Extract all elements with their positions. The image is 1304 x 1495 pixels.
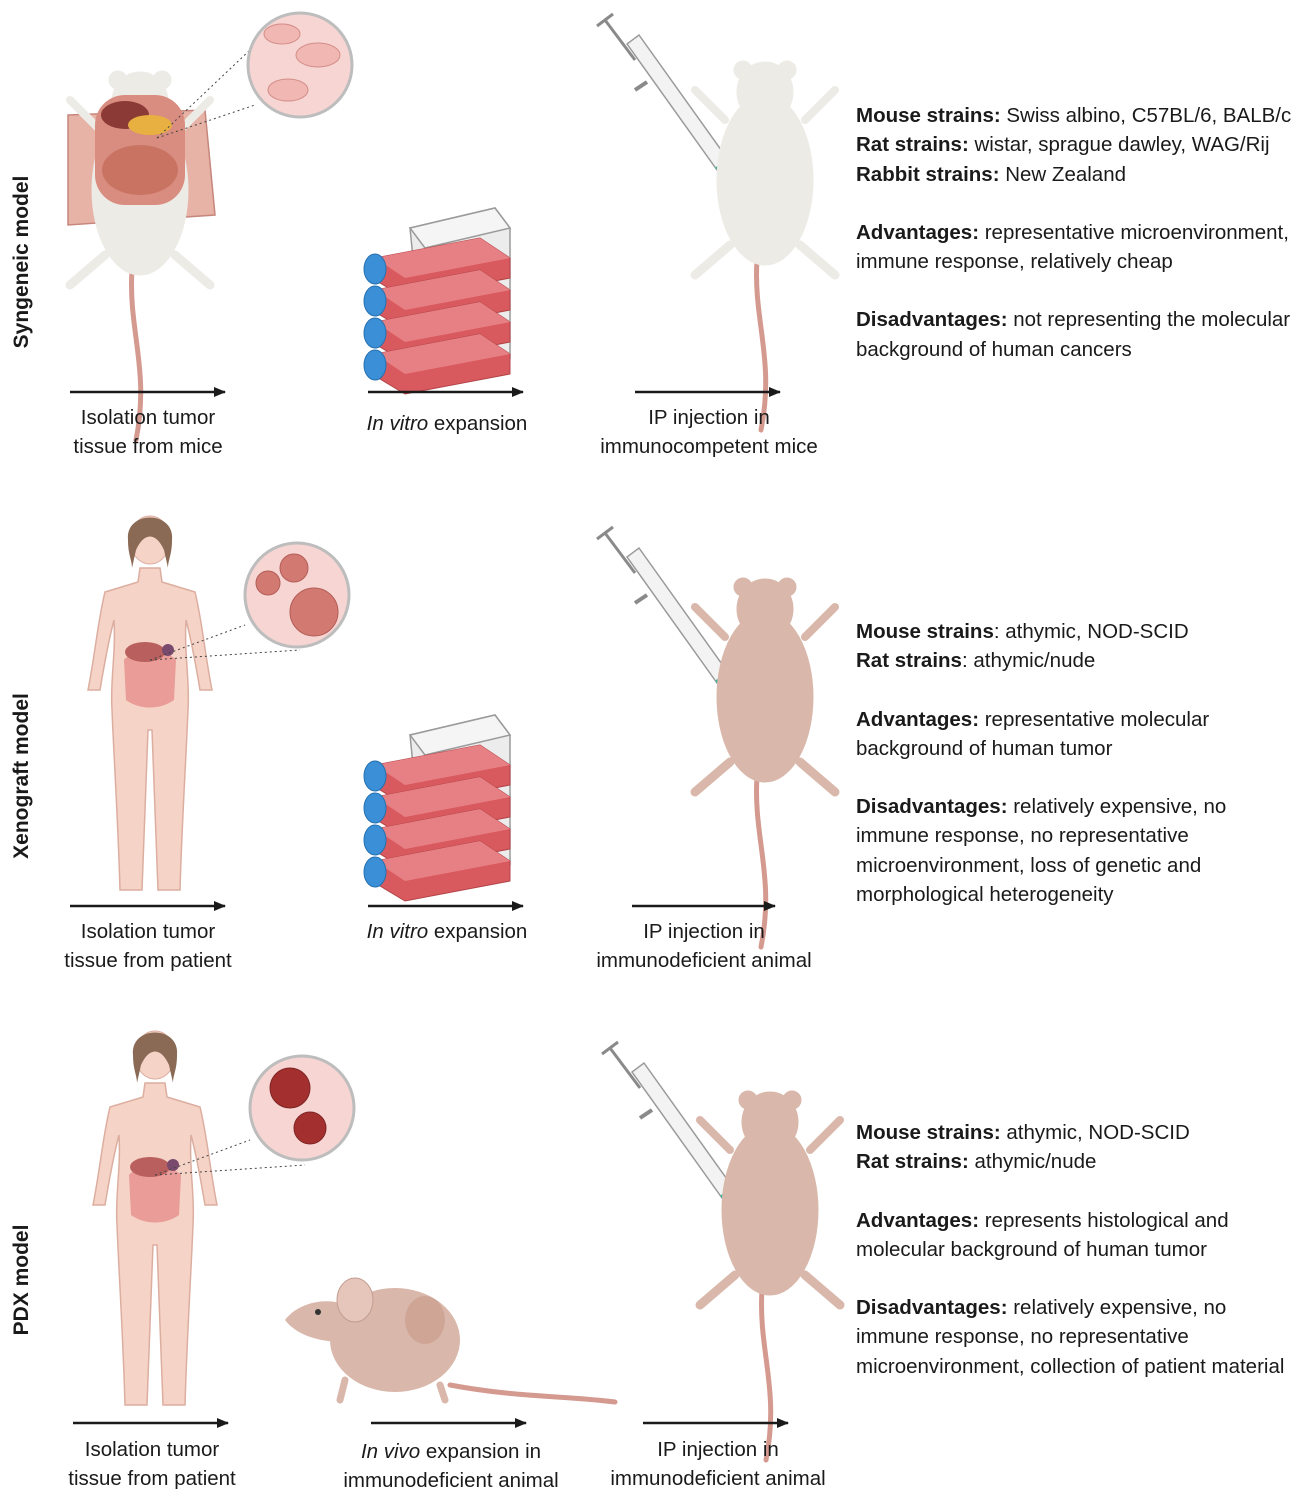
flask-stack	[364, 715, 510, 901]
recipient-mouse	[695, 61, 835, 430]
dissected-mouse-figure	[68, 71, 215, 440]
info-panel-xenograft: Mouse strains: athymic, NOD-SCID Rat str…	[856, 617, 1296, 938]
advantages-text: Advantages: representative molecular bac…	[856, 705, 1296, 764]
info-panel-pdx: Mouse strains: athymic, NOD-SCID Rat str…	[856, 1118, 1296, 1410]
row-label-pdx: PDX model	[10, 1225, 34, 1336]
step-caption: In vitro expansion	[367, 409, 528, 438]
step-caption: In vitro expansion	[367, 917, 528, 946]
nude-mouse-side	[285, 1278, 615, 1402]
row-label-syngeneic: Syngeneic model	[10, 176, 34, 349]
patient-figure	[93, 1031, 217, 1405]
flask-stack	[364, 208, 510, 394]
strain-list: Mouse strains: Swiss albino, C57BL/6, BA…	[856, 101, 1296, 189]
recipient-mouse	[700, 1091, 840, 1460]
strain-list: Mouse strains: athymic, NOD-SCID Rat str…	[856, 617, 1296, 676]
disadvantages-text: Disadvantages: relatively expensive, no …	[856, 792, 1296, 909]
disadvantages-text: Disadvantages: relatively expensive, no …	[856, 1293, 1296, 1381]
strain-list: Mouse strains: athymic, NOD-SCID Rat str…	[856, 1118, 1296, 1177]
row-label-xenograft: Xenograft model	[10, 693, 34, 859]
advantages-text: Advantages: represents histological and …	[856, 1206, 1296, 1265]
patient-figure	[88, 516, 212, 890]
advantages-text: Advantages: representative microenvironm…	[856, 218, 1296, 277]
recipient-mouse	[695, 578, 835, 947]
info-panel-syngeneic: Mouse strains: Swiss albino, C57BL/6, BA…	[856, 101, 1296, 393]
disadvantages-text: Disadvantages: not representing the mole…	[856, 305, 1296, 364]
